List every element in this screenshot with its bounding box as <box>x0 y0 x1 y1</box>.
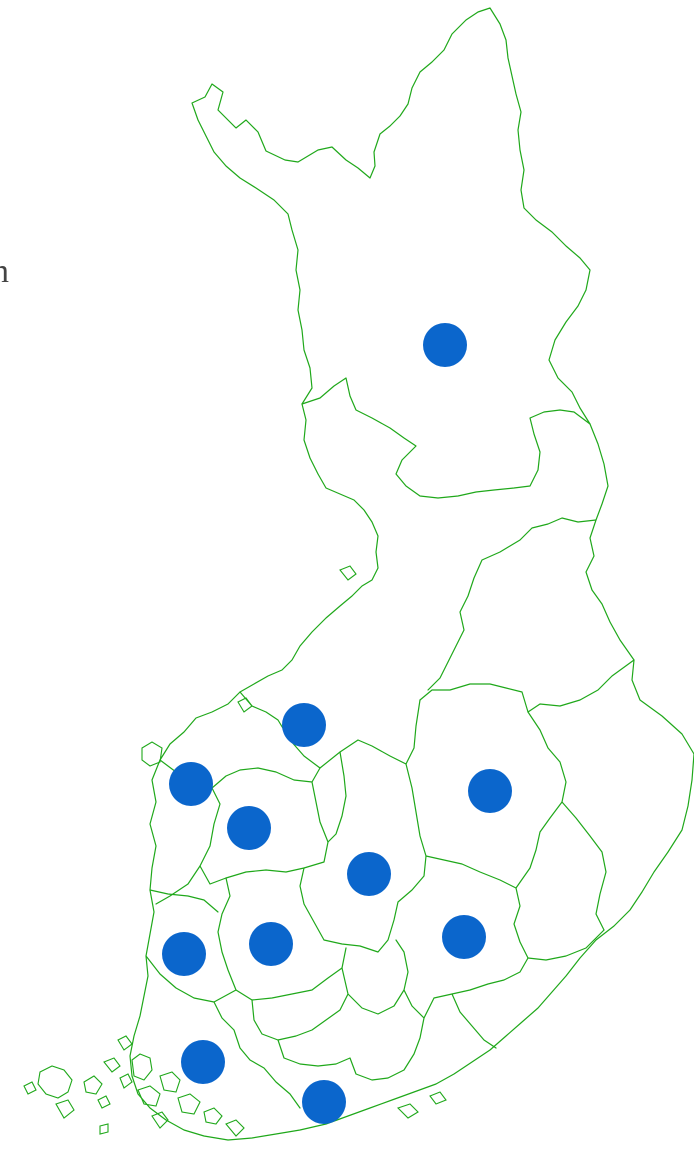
ostrobothnia-north-border <box>239 691 421 769</box>
marker-south-savo[interactable] <box>442 915 486 959</box>
map-markers <box>162 323 512 1124</box>
central-finland-border <box>299 751 427 953</box>
marker-ostrobothnia[interactable] <box>169 762 213 806</box>
marker-southwest-finland[interactable] <box>181 1040 225 1084</box>
archipelago <box>23 565 447 1137</box>
lapland-border <box>301 377 591 499</box>
marker-central-finland[interactable] <box>347 852 391 896</box>
oulu-kainuu-border <box>427 517 597 691</box>
uusimaa-border <box>277 989 425 1081</box>
marker-north-savo[interactable] <box>468 769 512 813</box>
satakunta-border <box>145 889 237 1003</box>
marker-uusimaa[interactable] <box>302 1080 346 1124</box>
marker-lapland[interactable] <box>423 323 467 367</box>
marker-south-ostrobothnia[interactable] <box>227 806 271 850</box>
southwest-finland-border <box>213 1001 301 1109</box>
pirkanmaa-border <box>217 877 347 1001</box>
marker-satakunta[interactable] <box>162 932 206 976</box>
region-borders <box>129 7 694 1141</box>
north-savo-border <box>515 711 567 889</box>
hame-border <box>251 939 409 1041</box>
north-karelia-border <box>561 801 607 931</box>
south-karelia-border <box>451 929 605 1049</box>
marker-pirkanmaa[interactable] <box>249 922 293 966</box>
south-savo-border <box>423 855 529 1019</box>
country-outline <box>129 7 694 1141</box>
partial-edge-text: n <box>0 253 9 290</box>
kainuu-north-karelia-border <box>419 659 635 713</box>
south-ostrobothnia-border <box>199 767 329 885</box>
marker-north-ostrobothnia[interactable] <box>282 703 326 747</box>
